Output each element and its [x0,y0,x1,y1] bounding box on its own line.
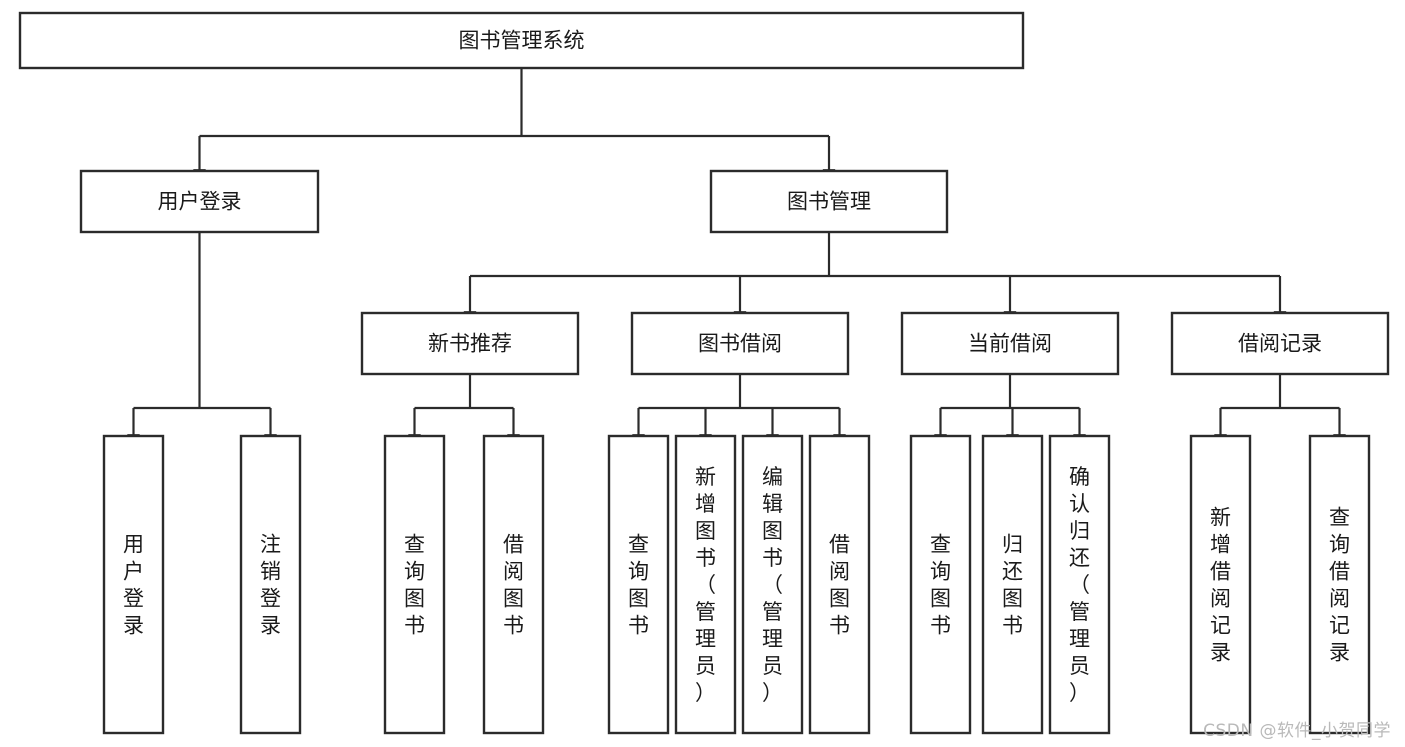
node-level3-当前借阅[interactable]: 当前借阅 [900,311,1120,376]
node-label: 借阅图书 [829,533,850,638]
node-box-rect [1170,311,1390,376]
node-box-rect [808,434,871,735]
node-label: 当前借阅 [968,332,1052,356]
node-box-rect [1308,434,1371,735]
node-root-图书管理系统[interactable]: 图书管理系统 [18,11,1025,70]
connector-lines [127,68,1346,446]
node-box-rect [607,434,670,735]
node-level3-借阅记录[interactable]: 借阅记录 [1170,311,1390,376]
node-box-rect [981,434,1044,735]
node-box-rect [482,434,545,735]
node-label: 查询图书 [930,533,951,638]
node-box-rect [102,434,165,735]
node-label: 归还图书 [1002,533,1023,638]
node-box-rect [239,434,302,735]
node-leaf-确认归还管理员[interactable]: 确认归还（管理员） [1048,434,1111,735]
node-label: 查询图书 [628,533,649,638]
node-leaf-新增借阅记录[interactable]: 新增借阅记录 [1189,434,1252,735]
node-level2-图书管理[interactable]: 图书管理 [709,169,949,234]
node-label: 新书推荐 [428,332,512,356]
node-leaf-查询图书[interactable]: 查询图书 [909,434,972,735]
node-label: 新增图书（管理员） [695,465,716,705]
node-box-rect [1189,434,1252,735]
node-label: 借阅图书 [503,533,524,638]
node-box-rect [630,311,850,376]
node-label: 用户登录 [123,533,144,638]
node-level2-用户登录[interactable]: 用户登录 [79,169,320,234]
node-leaf-新增图书管理员[interactable]: 新增图书（管理员） [674,434,737,735]
node-label: 用户登录 [158,190,242,214]
node-label: 借阅记录 [1238,332,1322,356]
watermark-text: CSDN @软件_小贺同学 [1203,721,1391,741]
node-leaf-借阅图书[interactable]: 借阅图书 [482,434,545,735]
node-leaf-注销登录[interactable]: 注销登录 [239,434,302,735]
node-label: 查询借阅记录 [1329,506,1350,665]
node-leaf-编辑图书管理员[interactable]: 编辑图书（管理员） [741,434,804,735]
node-label: 确认归还（管理员） [1069,465,1090,705]
node-box-rect [383,434,446,735]
node-box-rect [741,434,804,735]
node-box-rect [909,434,972,735]
node-label: 注销登录 [260,533,281,638]
node-box-rect [709,169,949,234]
node-label: 查询图书 [404,533,425,638]
node-leaf-查询借阅记录[interactable]: 查询借阅记录 [1308,434,1371,735]
node-box-rect [360,311,580,376]
node-level3-新书推荐[interactable]: 新书推荐 [360,311,580,376]
node-label: 新增借阅记录 [1210,506,1231,665]
node-level3-图书借阅[interactable]: 图书借阅 [630,311,850,376]
node-box-rect [18,11,1025,70]
node-leaf-查询图书[interactable]: 查询图书 [383,434,446,735]
node-label: 图书管理系统 [459,29,585,53]
node-box-rect [674,434,737,735]
node-leaf-归还图书[interactable]: 归还图书 [981,434,1044,735]
node-leaf-借阅图书[interactable]: 借阅图书 [808,434,871,735]
node-leaf-用户登录[interactable]: 用户登录 [102,434,165,735]
node-boxes: 图书管理系统用户登录图书管理新书推荐图书借阅当前借阅借阅记录用户登录注销登录查询… [18,11,1390,735]
node-box-rect [79,169,320,234]
node-leaf-查询图书[interactable]: 查询图书 [607,434,670,735]
node-label: 编辑图书（管理员） [762,465,783,705]
node-box-rect [1048,434,1111,735]
node-box-rect [900,311,1120,376]
node-label: 图书管理 [787,190,871,214]
node-label: 图书借阅 [698,332,782,356]
